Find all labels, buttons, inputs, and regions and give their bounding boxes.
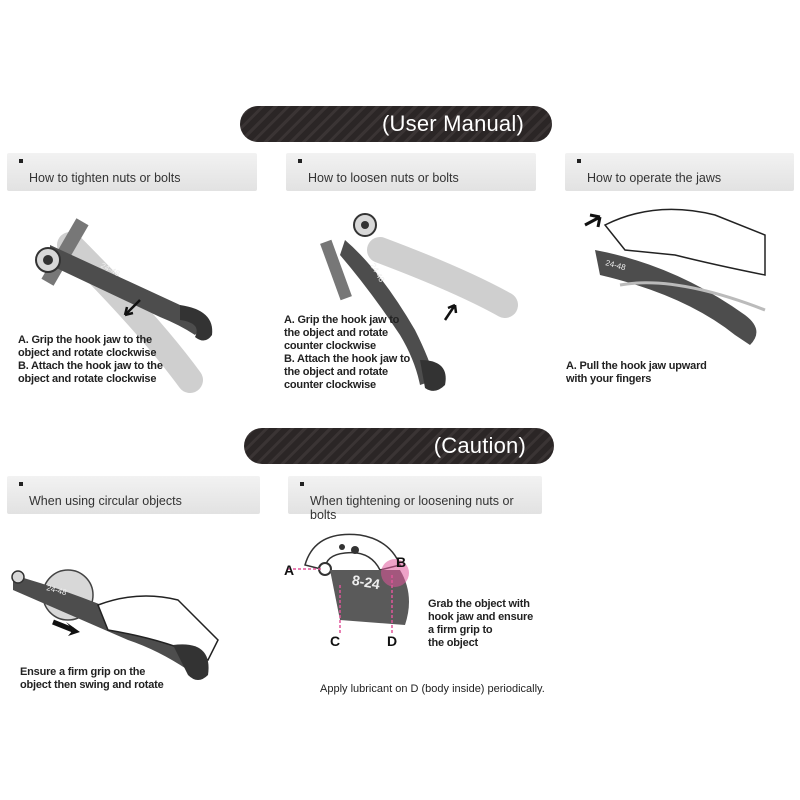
caption-line: hook jaw and ensure xyxy=(428,611,534,623)
bullet-icon xyxy=(300,482,304,486)
caption-line: counter clockwise xyxy=(284,379,376,391)
header-tighten: How to tighten nuts or bolts xyxy=(7,153,257,191)
caption-line: the object xyxy=(428,637,478,649)
caption-line: A. Grip the hook jaw to xyxy=(284,314,400,326)
header-text: How to tighten nuts or bolts xyxy=(29,171,181,185)
caption-line: object and rotate clockwise xyxy=(18,373,157,385)
bullet-icon xyxy=(19,159,23,163)
header-jaws: How to operate the jaws xyxy=(565,153,794,191)
bullet-icon xyxy=(577,159,581,163)
header-loosen: How to loosen nuts or bolts xyxy=(286,153,536,191)
caption-line: B. Attach the hook jaw to the xyxy=(18,360,163,372)
caption-line: object then swing and rotate xyxy=(20,679,164,691)
caption-line: A. Grip the hook jaw to the xyxy=(18,334,152,346)
caption-line: the object and rotate xyxy=(284,327,388,339)
caption-line: the object and rotate xyxy=(284,366,388,378)
caption-line: a firm grip to xyxy=(428,624,493,636)
header-text: When tightening or loosening nuts or bol… xyxy=(310,494,514,522)
hook-jaw-detail-illustration xyxy=(288,533,409,633)
user-manual-banner: (User Manual) xyxy=(240,106,552,142)
label-a: A xyxy=(284,562,295,578)
wrench-jaws-illustration: 24-48 xyxy=(584,208,766,345)
label-b: B xyxy=(396,554,407,570)
wrench-tighten-illustration: 24-48 xyxy=(35,218,213,393)
header-nuts: When tightening or loosening nuts or bol… xyxy=(288,476,542,522)
header-text: When using circular objects xyxy=(29,494,182,508)
caption-line: counter clockwise xyxy=(284,340,376,352)
caption-nuts: Grab the object with hook jaw and ensure… xyxy=(428,598,533,650)
lubricant-note: Apply lubricant on D (body inside) perio… xyxy=(320,683,545,695)
bullet-icon xyxy=(19,482,23,486)
caption-loosen: A. Grip the hook jaw to the object and r… xyxy=(284,314,410,392)
caption-jaws: A. Pull the hook jaw upward with your fi… xyxy=(566,360,707,386)
label-c: C xyxy=(330,633,341,649)
caption-circular: Ensure a firm grip on the object then sw… xyxy=(20,666,164,692)
caption-line: B. Attach the hook jaw to xyxy=(284,353,410,365)
wrench-loosen-illustration: 24-48 xyxy=(320,213,518,391)
header-text: How to operate the jaws xyxy=(587,171,722,185)
banner-title: (User Manual) xyxy=(382,111,524,136)
label-d: D xyxy=(387,633,398,649)
caption-line: object and rotate clockwise xyxy=(18,347,157,359)
caption-line: Ensure a firm grip on the xyxy=(20,666,146,678)
header-circular: When using circular objects xyxy=(7,476,260,514)
wrench-circular-illustration: 24-48 xyxy=(11,569,219,680)
header-text: How to loosen nuts or bolts xyxy=(308,171,459,185)
caption-tighten: A. Grip the hook jaw to the object and r… xyxy=(18,334,163,386)
bullet-icon xyxy=(298,159,302,163)
caution-banner: (Caution) xyxy=(244,428,554,464)
caption-line: A. Pull the hook jaw upward xyxy=(566,360,707,372)
caption-line: with your fingers xyxy=(566,373,652,385)
banner-title: (Caution) xyxy=(433,433,526,458)
caption-line: Grab the object with xyxy=(428,598,530,610)
